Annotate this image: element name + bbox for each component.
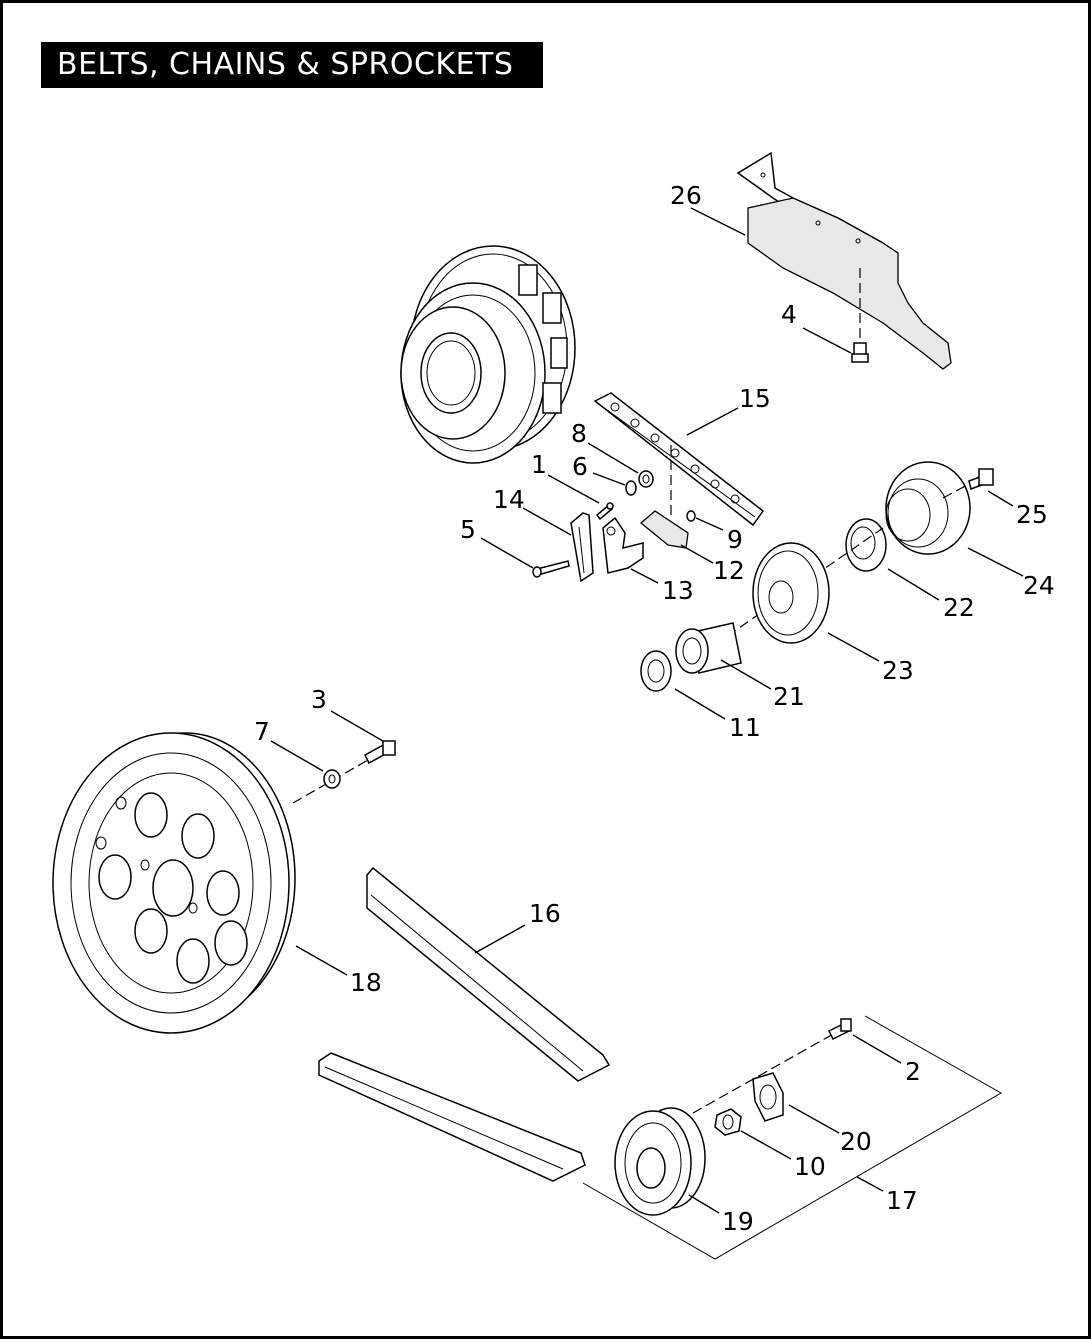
callout-9: 9 [727,525,743,554]
callout-7: 7 [254,717,270,746]
part-2-screw [692,1018,852,1114]
callout-15: 15 [739,384,771,413]
callout-3: 3 [311,685,327,714]
callout-11: 11 [729,713,761,742]
part-15-primary-chain [593,392,765,527]
callout-17: 17 [886,1186,918,1215]
part-24-drum [885,461,971,555]
part-9-washer [686,510,696,522]
part-14-bracket [570,512,594,583]
part-5-bolt [532,560,570,578]
part-13-tensioner [602,516,644,574]
part-3-bolt [292,740,396,804]
part-16-drive-belt [318,866,611,1182]
callout-20: 20 [840,1127,872,1156]
callout-10: 10 [794,1152,826,1181]
callout-4: 4 [781,300,797,329]
part-10-nut [714,1108,742,1136]
callout-16: 16 [529,899,561,928]
callout-8: 8 [571,419,587,448]
part-19-transmission-sprocket [614,1107,706,1216]
callout-6: 6 [572,452,588,481]
part-1-screw [595,502,614,521]
part-11-washer [640,650,672,692]
part-18-rear-pulley [52,732,296,1034]
part-21-splined-hub [675,622,742,674]
callout-26: 26 [670,181,702,210]
part-6-washer [625,480,637,496]
part-25-bolt [942,468,994,499]
part-22-spacer [845,518,887,572]
part-17-kit-outline [582,1015,1003,1260]
callout-14: 14 [493,485,525,514]
callout-24: 24 [1023,571,1055,600]
callout-22: 22 [943,593,975,622]
exploded-parts-diagram: 26 4 15 8 6 1 14 5 9 12 13 25 24 22 23 2… [52,151,1055,1260]
leader-lines [270,207,1024,1214]
clutch-assembly [400,245,576,464]
callout-labels: 26 4 15 8 6 1 14 5 9 12 13 25 24 22 23 2… [254,181,1055,1236]
callout-25: 25 [1016,500,1048,529]
callout-12: 12 [713,556,745,585]
part-26-chain-guard [736,151,952,370]
callout-1: 1 [531,450,547,479]
part-12-tensioner-shoe [639,510,689,549]
part-8-nut [638,470,654,488]
part-7-washer [323,769,341,789]
page-title: BELTS, CHAINS & SPROCKETS [41,42,543,88]
callout-18: 18 [350,968,382,997]
callout-19: 19 [722,1207,754,1236]
part-4-bolt [851,268,869,363]
callout-2: 2 [905,1057,921,1086]
callout-5: 5 [460,515,476,544]
part-20-lock-plate [752,1072,784,1122]
callout-21: 21 [773,682,805,711]
callout-13: 13 [662,576,694,605]
callout-23: 23 [882,656,914,685]
part-23-sprocket [702,527,884,654]
